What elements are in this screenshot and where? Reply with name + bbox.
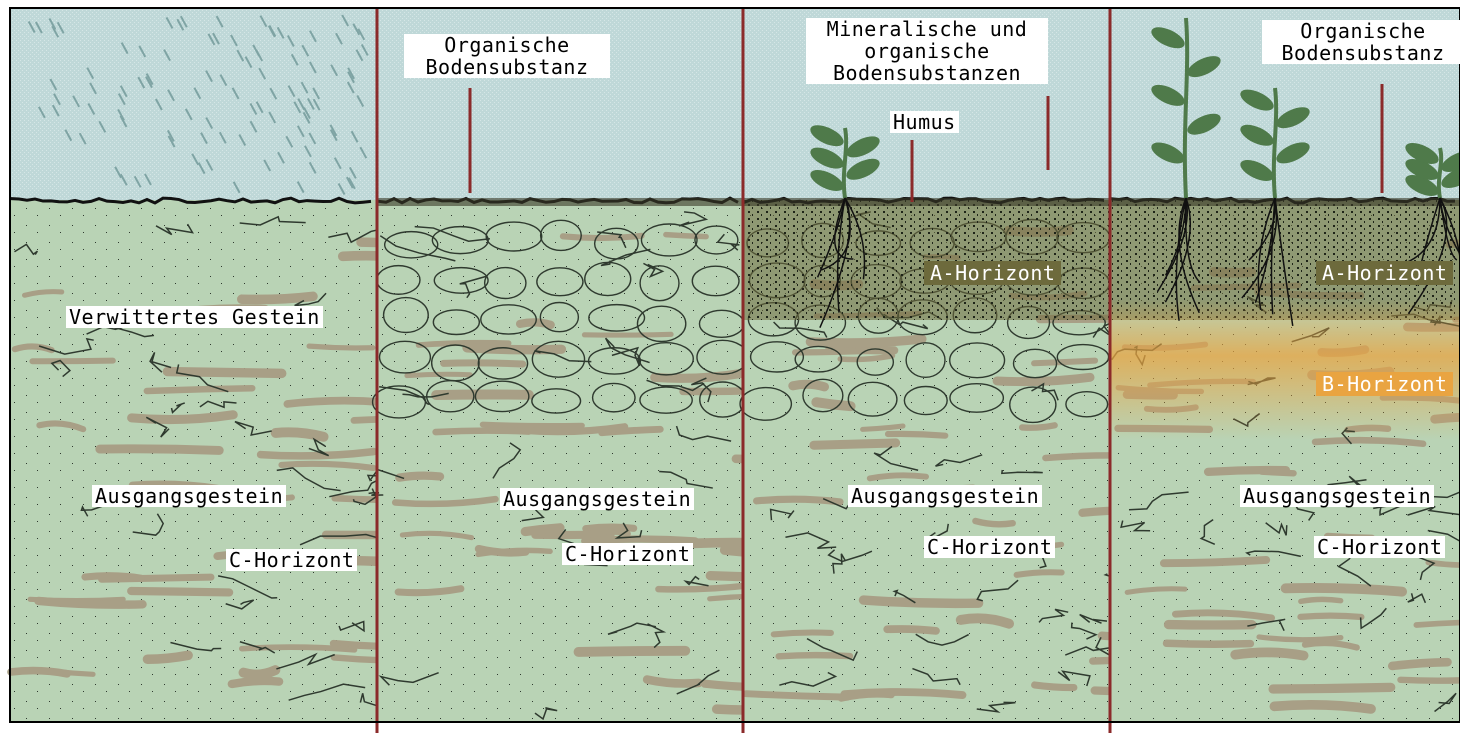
label-c-horizon-1: C-Horizont (226, 549, 357, 571)
label-weathered-rock: Verwittertes Gestein (66, 306, 323, 328)
label-parent-rock-2: Ausgangsgestein (500, 488, 694, 510)
label-mineral-organic-3: Mineralische und organische Bodensubstan… (806, 18, 1048, 84)
label-a-horizon-4: A-Horizont (1316, 261, 1453, 285)
label-a-horizon-3: A-Horizont (924, 261, 1061, 285)
label-parent-rock-4: Ausgangsgestein (1240, 485, 1434, 507)
label-humus: Humus (890, 111, 959, 133)
label-parent-rock-1: Ausgangsgestein (92, 485, 286, 507)
label-c-horizon-2: C-Horizont (562, 543, 693, 565)
label-c-horizon-4: C-Horizont (1314, 536, 1445, 558)
label-organic-matter-2: Organische Bodensubstanz (404, 34, 610, 78)
b-horizon-band (1111, 300, 1460, 440)
label-parent-rock-3: Ausgangsgestein (848, 485, 1042, 507)
label-b-horizon-4: B-Horizont (1316, 372, 1453, 396)
label-organic-matter-4: Organische Bodensubstanz (1262, 20, 1460, 64)
label-c-horizon-3: C-Horizont (924, 536, 1055, 558)
